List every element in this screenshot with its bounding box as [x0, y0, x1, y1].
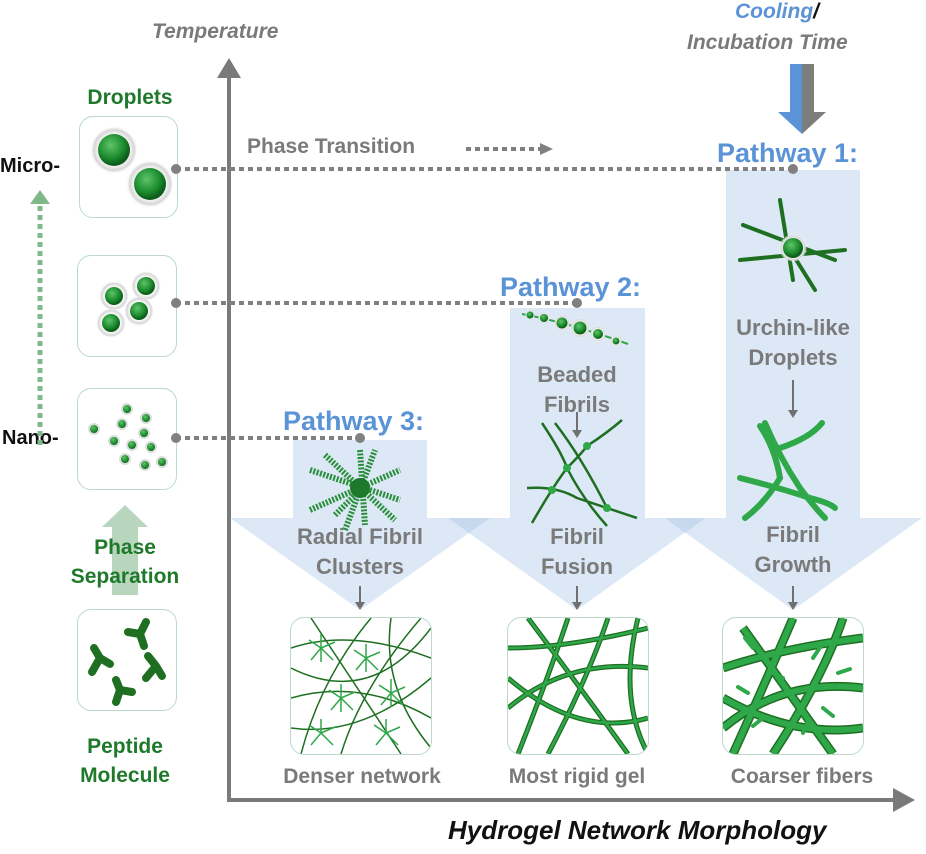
large-droplet-icon — [90, 126, 174, 208]
nano-droplets-icon — [88, 403, 168, 471]
most-rigid-gel-box — [507, 617, 649, 755]
pathway-3-stage1-label: Radial Fibril Clusters — [280, 522, 440, 582]
peptide-molecule-label: Peptide Molecule — [65, 732, 185, 790]
fibril-growth-line2: Growth — [754, 552, 832, 577]
radial-line1: Radial Fibril — [297, 524, 423, 549]
pathway-2-stage2-label: Fibril Fusion — [497, 522, 657, 582]
cooling-incubation-label: Cooling/ — [735, 0, 819, 24]
micro-label: Micro- — [0, 155, 60, 177]
pathway-2-down-arrow-icon — [572, 412, 582, 438]
pathway-1-stage1-label: Urchin-like Droplets — [713, 313, 873, 373]
peptide-molecules-box — [77, 609, 177, 711]
cooling-arrow-icon — [778, 64, 826, 134]
nano-droplets-box — [77, 388, 177, 490]
medium-droplets-box — [77, 255, 177, 357]
phase-separation-label: Phase Separation — [55, 533, 195, 591]
fibril-growth-icon — [737, 420, 838, 521]
phase-separation-line1: Phase — [94, 536, 156, 559]
pathway-2-title: Pathway 2: — [500, 272, 642, 302]
phase-transition-arrowhead — [540, 143, 553, 155]
rigid-gel-network-icon — [508, 618, 648, 754]
pathway-3-result-label: Denser network — [283, 765, 441, 788]
beaded-fibril-icon — [521, 310, 629, 347]
denser-network-box — [290, 617, 432, 755]
droplets-title: Droplets — [87, 86, 173, 109]
pathway-1-title: Pathway 1: — [717, 138, 859, 168]
size-increase-arrow — [30, 190, 50, 445]
radial-line2: Clusters — [315, 554, 405, 579]
radial-fibril-cluster-icon — [308, 448, 402, 532]
pathway-3-title: Pathway 3: — [283, 406, 425, 436]
pathway-1-result-label: Coarser fibers — [730, 765, 874, 788]
beaded-line1: Beaded — [537, 362, 617, 387]
urchin-droplet-icon — [738, 198, 847, 292]
pathway-1-down-arrow-icon — [788, 380, 798, 418]
x-axis-label: Hydrogel Network Morphology — [448, 815, 827, 845]
fibril-fusion-line2: Fusion — [540, 554, 614, 579]
peptide-line2: Molecule — [80, 764, 170, 787]
nano-label: Nano- — [2, 427, 59, 449]
coarse-fiber-network-icon — [723, 618, 863, 754]
peptide-line1: Peptide — [87, 735, 163, 758]
fibril-growth-line1: Fibril — [766, 522, 820, 547]
urchin-line1: Urchin-like — [736, 315, 850, 340]
pathway-1-stage2-label: Fibril Growth — [713, 520, 873, 580]
slash: / — [813, 0, 819, 23]
pathway-3-band — [230, 440, 490, 610]
fused-fibrils-icon — [526, 419, 638, 527]
y-axis-arrowhead — [217, 58, 241, 78]
urchin-line2: Droplets — [748, 345, 838, 370]
phase-transition-label: Phase Transition — [247, 135, 416, 158]
x-axis-arrowhead — [893, 788, 915, 812]
phase-separation-line2: Separation — [70, 565, 180, 588]
coarser-fibers-box — [722, 617, 864, 755]
phase-separation-arrow-icon — [102, 505, 148, 595]
peptide-molecule-icon — [88, 618, 166, 706]
fibril-fusion-line1: Fibril — [550, 524, 604, 549]
pathway-2-result-label: Most rigid gel — [508, 765, 646, 788]
incubation-time-label: Incubation Time — [687, 31, 848, 54]
medium-droplets-icon — [96, 271, 161, 338]
dense-network-icon — [291, 618, 431, 754]
cooling-label: Cooling — [735, 0, 814, 23]
arrowhead-up-icon — [30, 190, 50, 204]
y-axis-label: Temperature — [152, 20, 279, 43]
